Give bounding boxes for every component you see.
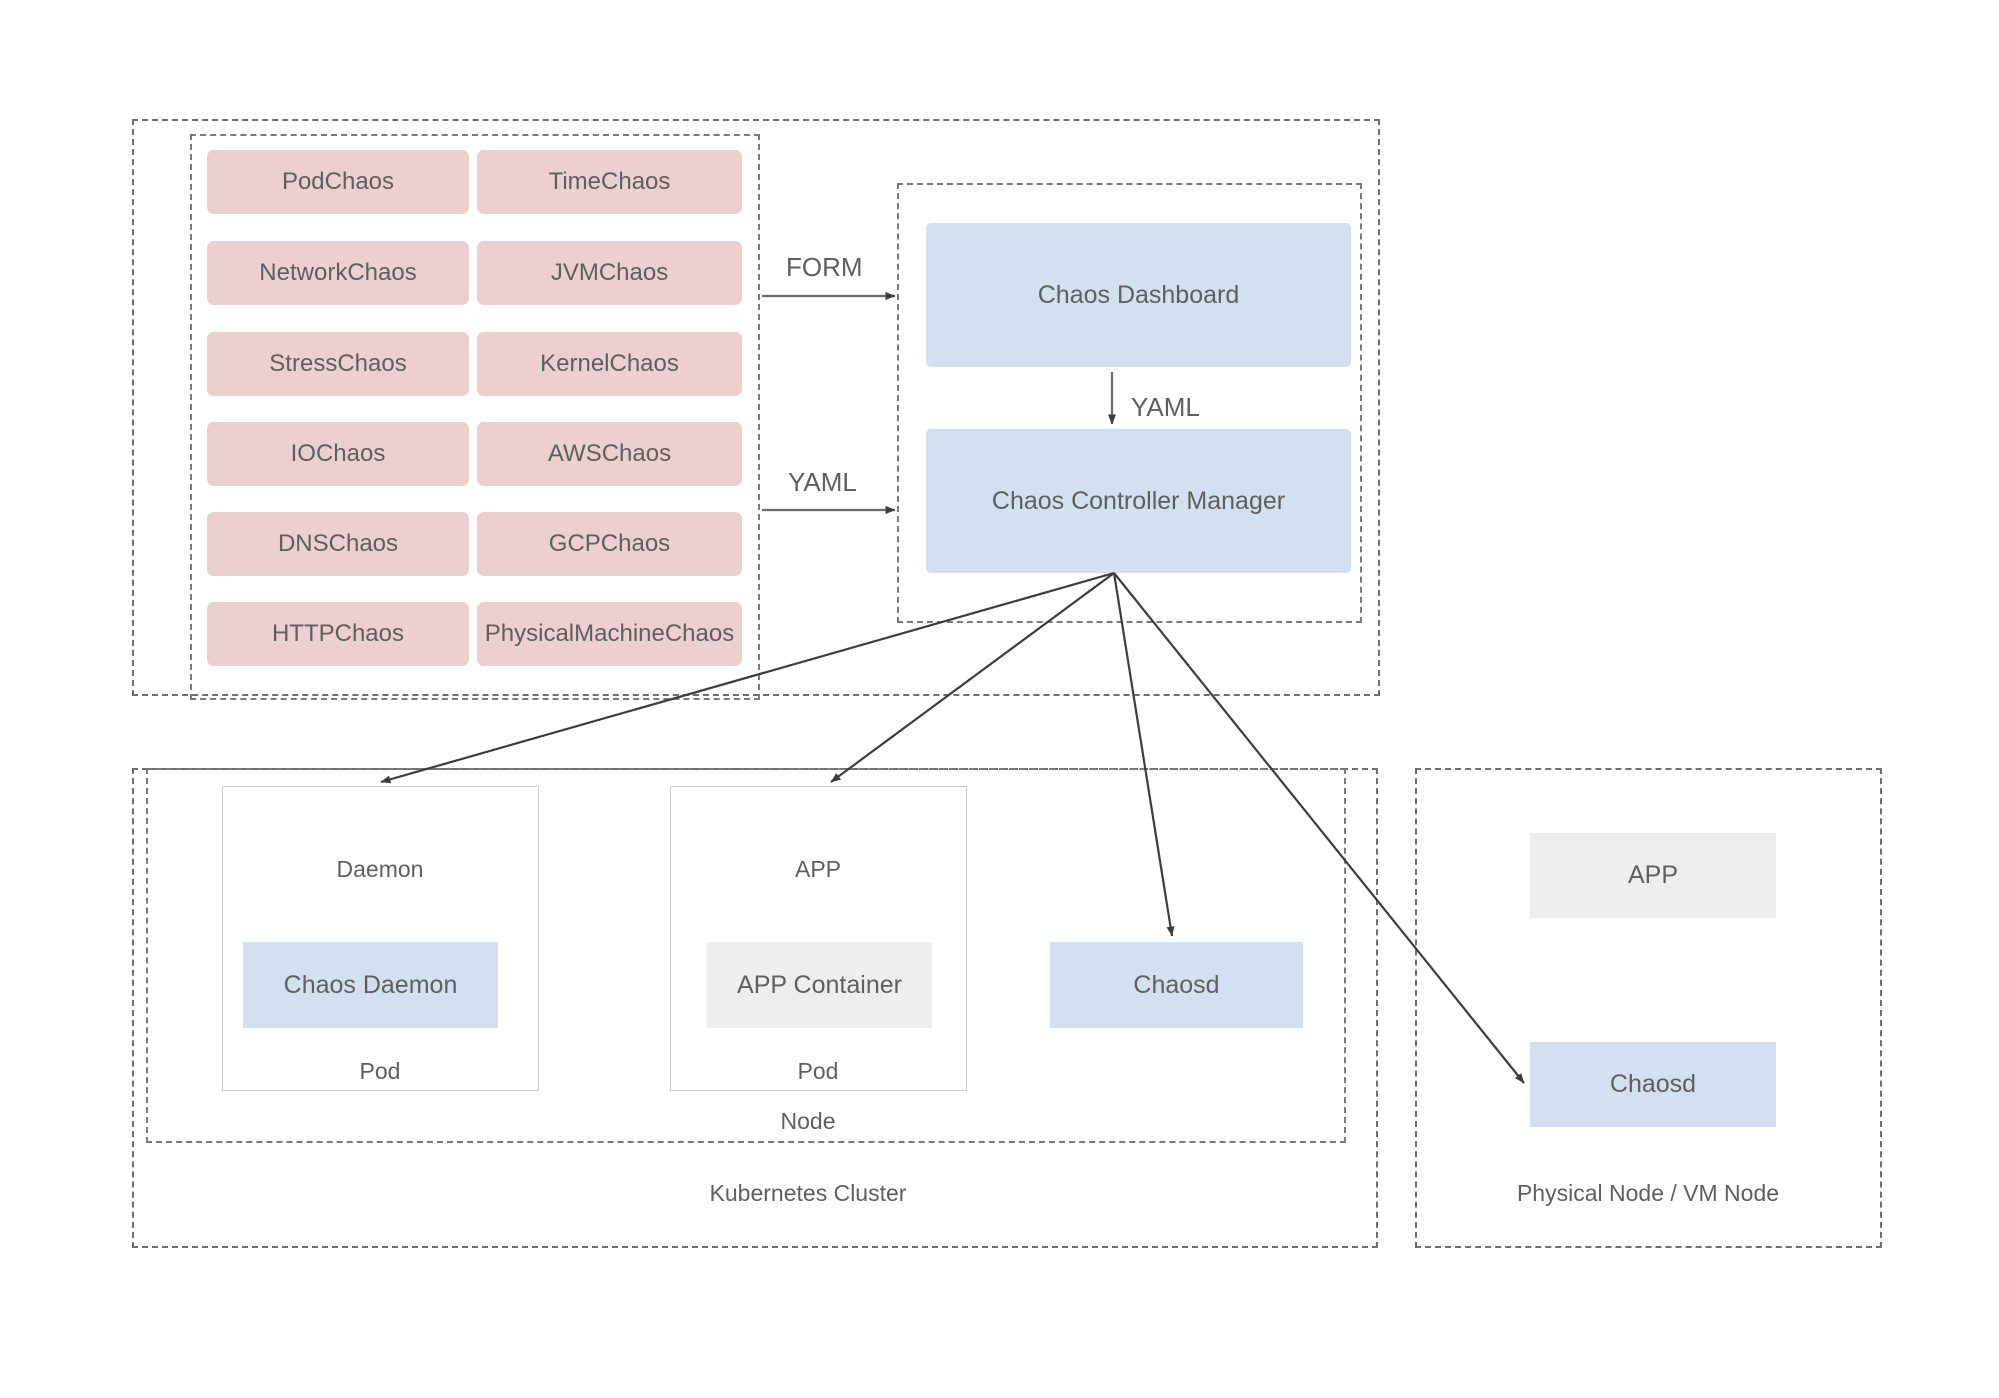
app-pod-title: APP [794,856,842,882]
node-label: Node [780,1108,836,1134]
chaos-dashboard-block[interactable]: Chaos Dashboard [926,223,1351,367]
physical-node-app-label: APP [1627,861,1679,889]
chaosd-node-label: Chaosd [1133,970,1220,999]
physical-node-chaosd-block[interactable]: Chaosd [1530,1042,1776,1127]
chaos-type-label: NetworkChaos [259,259,417,286]
chaos-type-stresschaos[interactable]: StressChaos [207,332,469,396]
physical-node-app-block[interactable]: APP [1530,833,1776,918]
chaos-type-label: GCPChaos [548,530,671,557]
kubernetes-cluster-label: Kubernetes Cluster [709,1180,907,1206]
chaos-type-jvmchaos[interactable]: JVMChaos [477,241,742,305]
chaosd-node-block[interactable]: Chaosd [1050,942,1303,1028]
daemon-pod-frame [222,786,539,1091]
chaos-type-label: HTTPChaos [271,620,405,647]
chaos-type-kernelchaos[interactable]: KernelChaos [477,332,742,396]
edge-label-form: FORM [786,252,863,282]
chaos-daemon-block[interactable]: Chaos Daemon [243,942,498,1028]
chaos-controller-manager-block[interactable]: Chaos Controller Manager [926,429,1351,573]
chaos-type-physicalmachinechaos[interactable]: PhysicalMachineChaos [477,602,742,666]
chaos-type-podchaos[interactable]: PodChaos [207,150,469,214]
chaos-controller-manager-label: Chaos Controller Manager [991,486,1286,515]
chaos-type-label: IOChaos [290,440,386,467]
chaos-type-label: JVMChaos [550,259,669,286]
edge-label-yaml-input: YAML [788,467,857,497]
chaos-type-label: KernelChaos [540,350,679,377]
physical-node-chaosd-label: Chaosd [1609,1070,1697,1098]
chaos-type-label: PhysicalMachineChaos [484,620,735,647]
chaos-type-label: AWSChaos [547,440,672,467]
chaos-type-iochaos[interactable]: IOChaos [207,422,469,486]
chaos-type-gcpchaos[interactable]: GCPChaos [477,512,742,576]
chaos-type-networkchaos[interactable]: NetworkChaos [207,241,469,305]
chaos-type-label: TimeChaos [548,168,671,195]
app-pod-footer: Pod [797,1058,839,1084]
app-pod-frame [670,786,967,1091]
chaos-daemon-label: Chaos Daemon [283,970,458,999]
chaos-type-awschaos[interactable]: AWSChaos [477,422,742,486]
chaos-type-label: PodChaos [281,168,395,195]
app-container-label: APP Container [737,970,902,999]
daemon-pod-footer: Pod [359,1058,401,1084]
chaos-type-timechaos[interactable]: TimeChaos [477,150,742,214]
chaos-dashboard-label: Chaos Dashboard [1037,280,1240,309]
physical-node-label: Physical Node / VM Node [1516,1180,1780,1206]
chaos-type-label: StressChaos [269,350,407,377]
daemon-pod-title: Daemon [336,856,424,882]
chaos-type-label: DNSChaos [277,530,399,557]
app-container-block[interactable]: APP Container [707,942,932,1028]
chaos-type-dnschaos[interactable]: DNSChaos [207,512,469,576]
chaos-type-httpchaos[interactable]: HTTPChaos [207,602,469,666]
edge-label-yaml-internal: YAML [1131,392,1200,422]
